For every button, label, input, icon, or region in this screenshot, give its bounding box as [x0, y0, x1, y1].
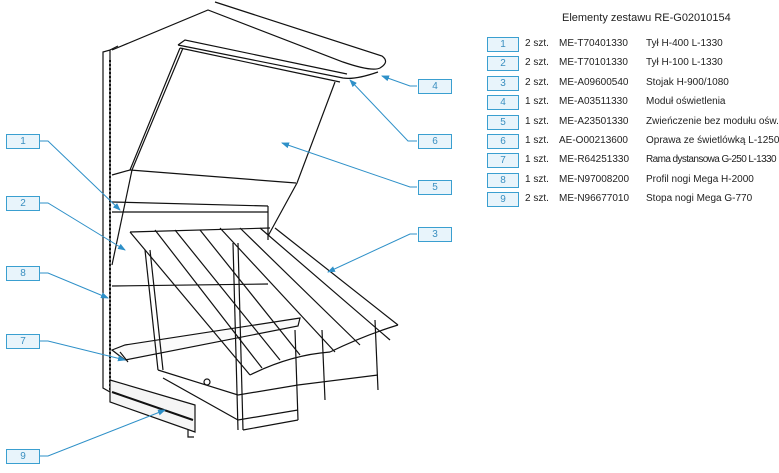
part-quantity: 2 szt. [525, 193, 549, 205]
callout-7: 7 [6, 334, 40, 349]
part-description: Zwieńczenie bez modułu ośw. [646, 115, 779, 127]
part-number: 6 [487, 133, 519, 149]
foot [109, 379, 196, 438]
part-description: Oprawa ze świetlówką L-1250 [646, 134, 779, 146]
callout-9: 9 [6, 449, 40, 464]
part-number: 4 [487, 95, 519, 111]
leader-lines [36, 75, 417, 457]
leader-7 [36, 340, 126, 362]
part-description: Stopa nogi Mega G-770 [646, 193, 753, 205]
part-code: ME-T70401330 [559, 38, 628, 49]
callout-1: 1 [6, 134, 40, 149]
part-number: 5 [487, 114, 519, 130]
callout-6: 6 [418, 134, 452, 149]
part-code: ME-T70101330 [559, 57, 628, 69]
part-quantity: 1 szt. [525, 96, 549, 108]
leader-9 [36, 409, 166, 457]
part-number: 2 [487, 56, 519, 72]
part-number: 1 [487, 37, 519, 52]
part-description: Profil nogi Mega H-2000 [646, 173, 754, 185]
spacer-frame [110, 317, 301, 363]
shelf-frame [102, 1, 399, 438]
part-description: Tył H-400 L-1330 [646, 38, 723, 49]
leader-6 [349, 79, 417, 142]
callout-2: 2 [6, 196, 40, 211]
part-number: 9 [487, 192, 519, 208]
part-code: ME-A09600540 [559, 76, 629, 88]
parts-list-title: Elementy zestawu RE-G02010154 [562, 12, 731, 24]
part-description: Rama dystansowa G-250 L-1330 [646, 154, 777, 166]
part-quantity: 1 szt. [525, 134, 549, 146]
part-code: ME-N97008200 [559, 173, 630, 185]
callout-4: 4 [418, 79, 452, 94]
part-code: AE-O00213600 [559, 134, 628, 146]
part-number: 8 [487, 172, 519, 188]
part-quantity: 1 szt. [525, 115, 549, 127]
part-quantity: 2 szt. [525, 76, 549, 88]
leader-1 [36, 140, 121, 211]
leader-2 [36, 202, 126, 251]
part-code: ME-R64251330 [559, 154, 630, 166]
part-description: Stojak H-900/1080 [646, 76, 729, 88]
part-code: ME-A23501330 [559, 115, 629, 127]
part-number: 3 [487, 75, 519, 91]
part-quantity: 1 szt. [525, 154, 549, 166]
leader-8 [36, 272, 109, 299]
part-number: 7 [487, 153, 519, 169]
callout-3: 3 [418, 227, 452, 242]
callout-8: 8 [6, 266, 40, 281]
display-rack [129, 227, 399, 431]
part-quantity: 2 szt. [525, 57, 549, 69]
leg-profile [102, 45, 119, 394]
part-description: Tył H-100 L-1330 [646, 57, 723, 69]
part-quantity: 2 szt. [525, 38, 549, 49]
leader-3 [327, 233, 417, 273]
part-code: ME-A03511330 [559, 96, 628, 108]
part-code: ME-N96677010 [559, 193, 630, 205]
part-description: Moduł oświetlenia [646, 96, 726, 108]
leader-4 [381, 75, 417, 87]
canopy [111, 1, 387, 266]
leader-5 [281, 142, 417, 188]
part-quantity: 1 szt. [525, 173, 549, 185]
callout-5: 5 [418, 180, 452, 195]
